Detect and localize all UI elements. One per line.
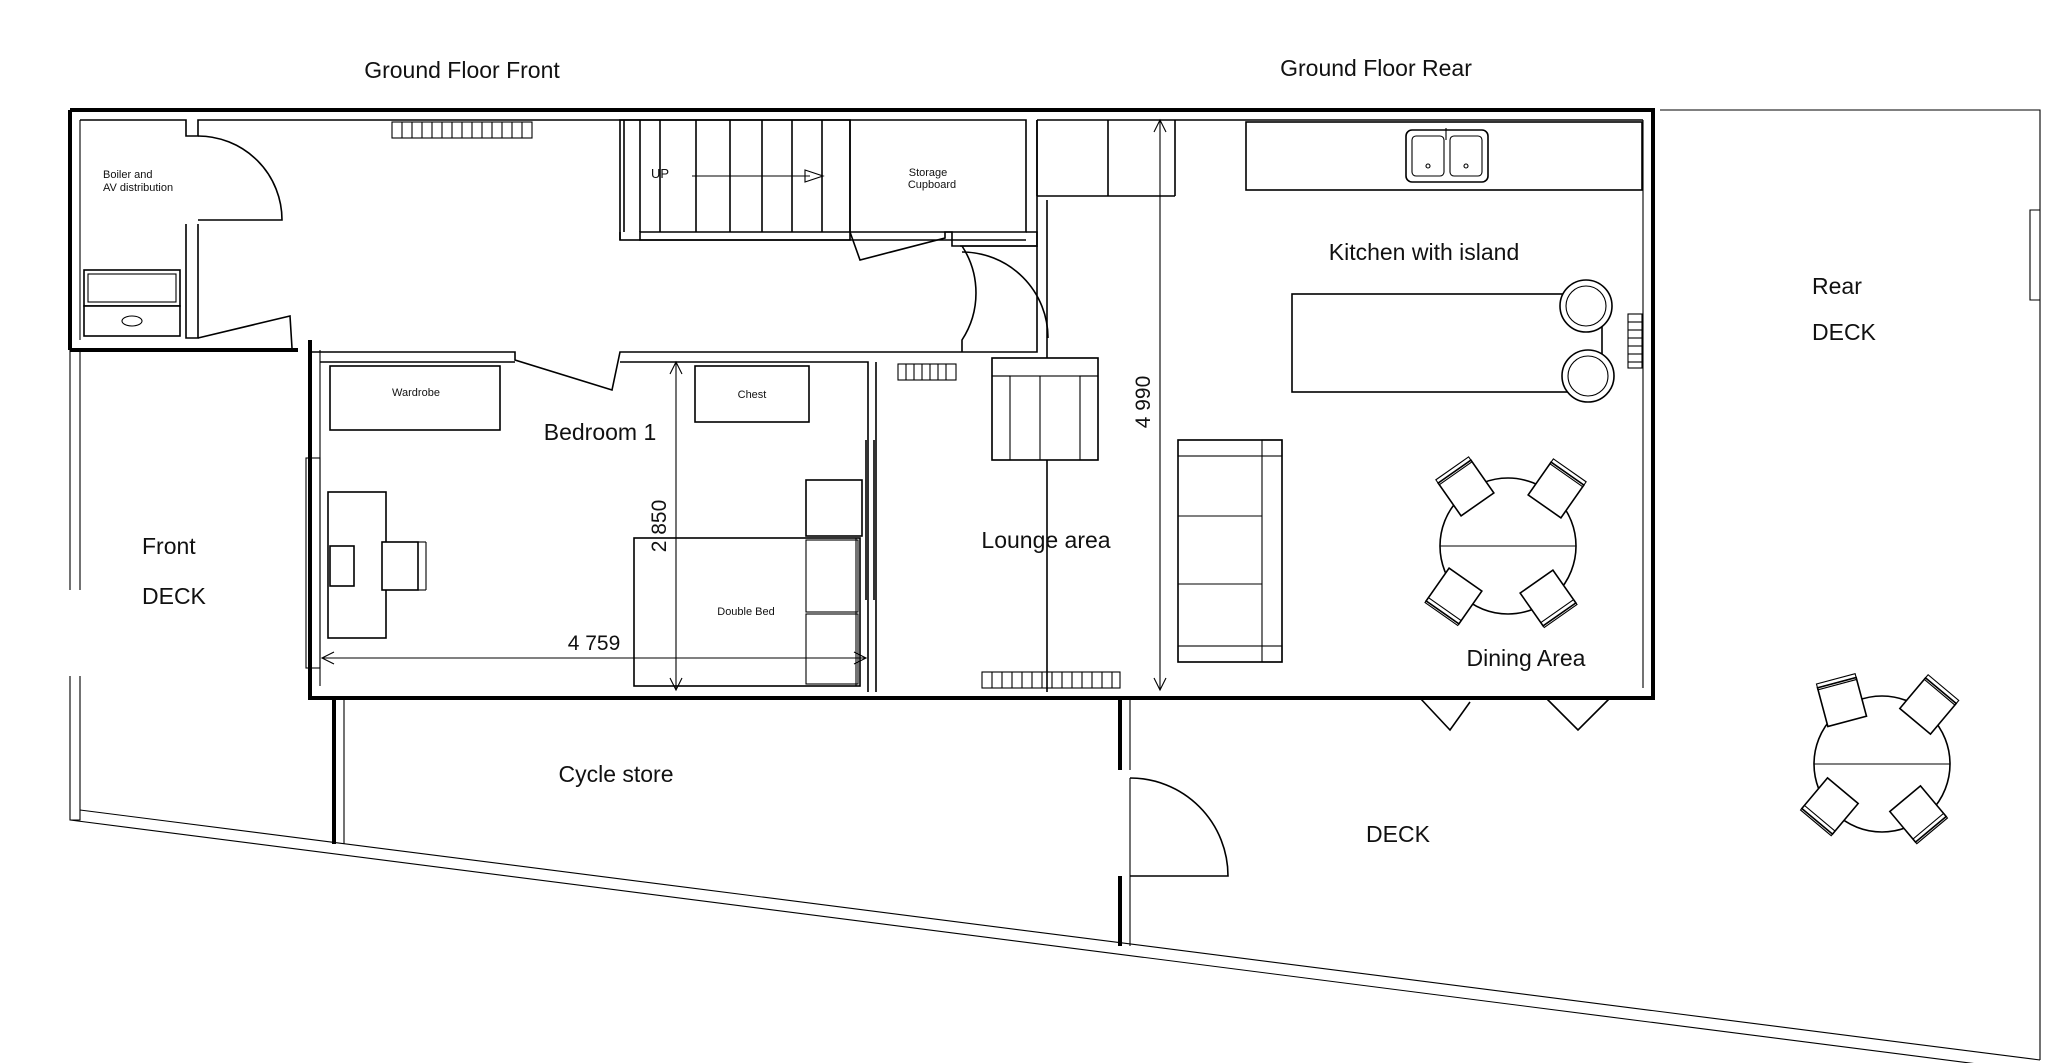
chest-label: Chest [738, 389, 767, 401]
bedroom: Wardrobe Chest Double Bed Bedroom 1 4 75… [305, 360, 875, 692]
radiator-hall [391, 121, 533, 139]
outside-deck-lines [69, 109, 2041, 1063]
lounge: Lounge area 4 990 [897, 118, 1283, 692]
door-swing-hall-arc [961, 251, 1049, 339]
dining-table-inside [1424, 456, 1587, 629]
staircase: UP [619, 119, 851, 241]
dining-table-outside [1799, 672, 1960, 845]
boiler-label-line1: Boiler and [103, 169, 153, 181]
bedroom-label: Bedroom 1 [544, 419, 657, 445]
storage-label-line2: Cupboard [908, 179, 956, 191]
heading-ground-floor-front: Ground Floor Front [364, 57, 560, 83]
lounge-label: Lounge area [981, 527, 1110, 553]
hall-walls [80, 119, 1643, 692]
wardrobe [329, 365, 501, 431]
kitchen-island [1291, 293, 1603, 393]
dimension-bedroom-width: 4 759 [568, 632, 621, 655]
dimension-bedroom-depth: 2 850 [648, 500, 671, 553]
boiler-room: Boiler and AV distribution [83, 135, 293, 349]
armchair [991, 357, 1099, 461]
sofa [1177, 439, 1283, 663]
sink-icon [1405, 129, 1489, 183]
rear-deck-label-line1: Rear [1812, 273, 1862, 299]
front-deck-label-line1: Front [142, 533, 196, 559]
kitchen: Kitchen with island [1245, 121, 1643, 403]
bifold-doors [1419, 697, 1611, 732]
dining-label: Dining Area [1467, 645, 1586, 671]
front-deck-label-line2: DECK [142, 583, 207, 609]
double-bed-label: Double Bed [717, 606, 775, 618]
outer-walls [68, 108, 1655, 700]
dimension-lounge-depth: 4 990 [1132, 376, 1155, 429]
door-swing-hall [961, 245, 977, 352]
storage-label-line1: Storage [909, 167, 948, 179]
heading-ground-floor-rear: Ground Floor Rear [1280, 55, 1472, 81]
deck-label: DECK [1366, 821, 1431, 847]
cycle-store-label: Cycle store [558, 761, 673, 787]
boiler-label-line2: AV distribution [103, 182, 173, 194]
rear-deck-label-line2: DECK [1812, 319, 1877, 345]
chest [694, 365, 810, 423]
stairs-up-label: UP [651, 166, 669, 181]
kitchen-label: Kitchen with island [1329, 239, 1520, 265]
wardrobe-label: Wardrobe [392, 387, 440, 399]
